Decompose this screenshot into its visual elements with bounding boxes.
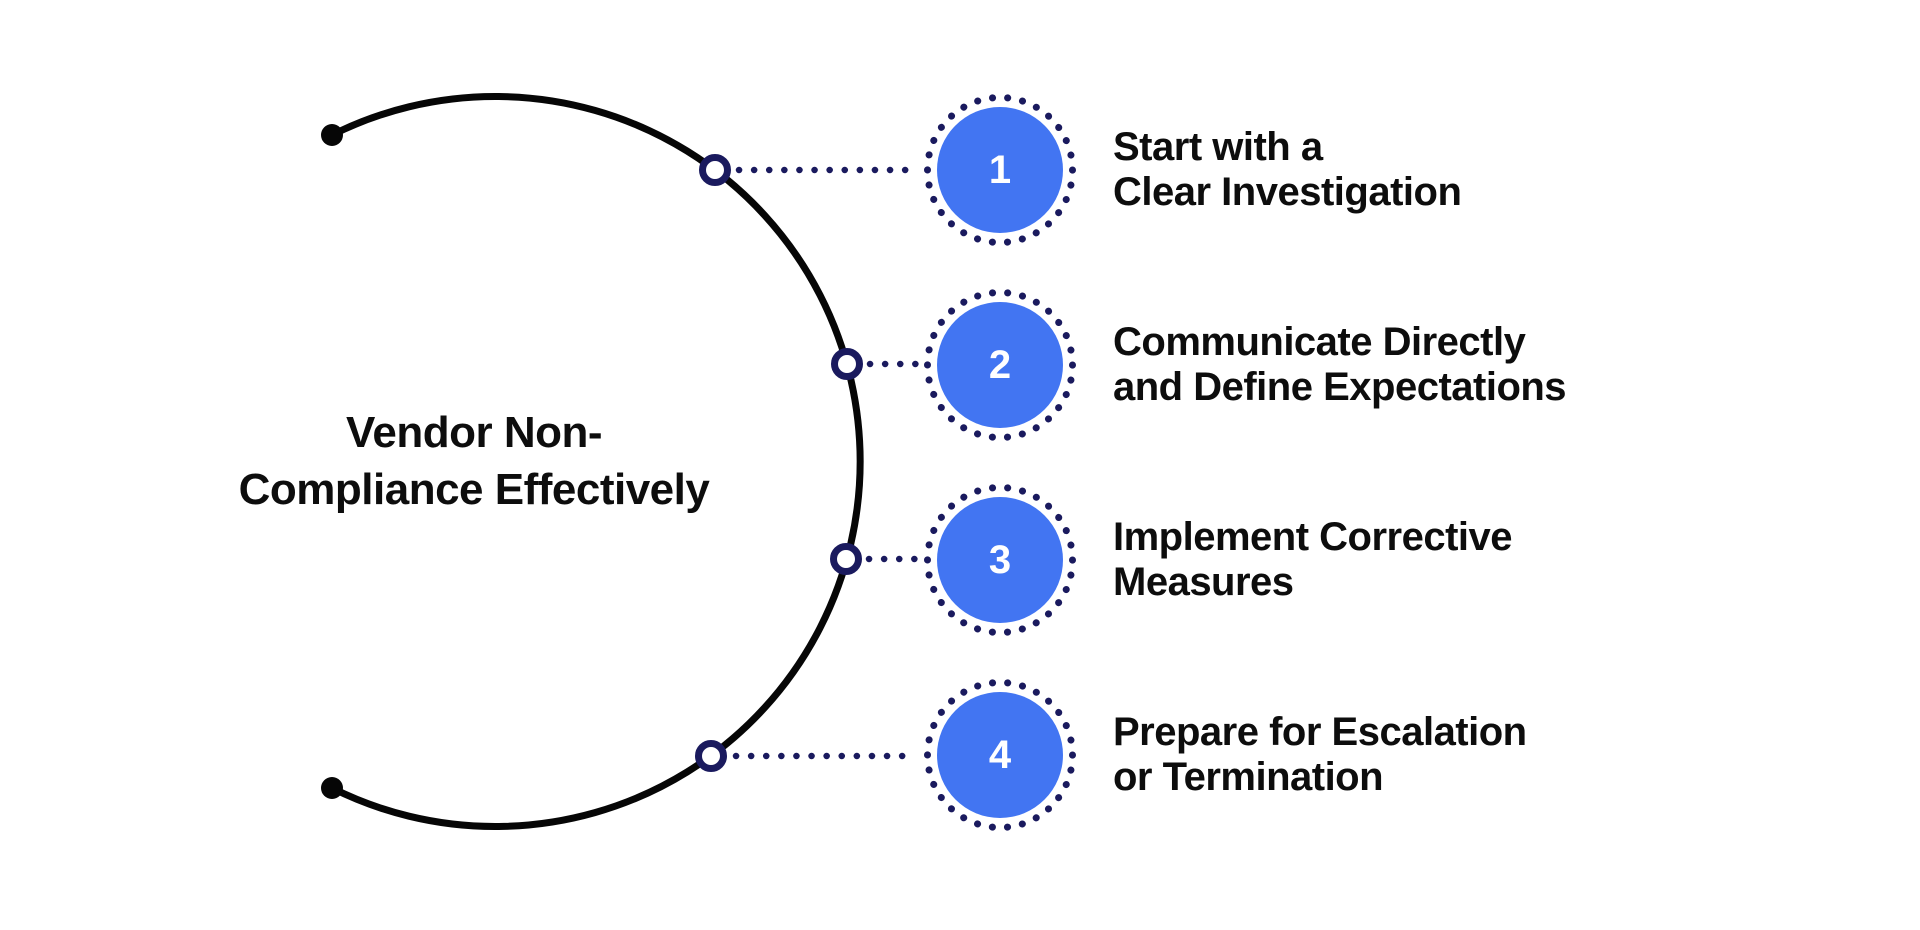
step-1-dotted-ring-icon: [924, 94, 1076, 246]
main-arc: [328, 93, 864, 830]
step-1-label: Start with a Clear Investigation: [1113, 125, 1673, 215]
step-4-arc-marker-icon: [695, 740, 727, 772]
step-2-node: [831, 289, 1076, 441]
step-1-label-line2: Clear Investigation: [1113, 170, 1462, 214]
diagram-title: Vendor Non- Compliance Effectively: [174, 404, 774, 518]
step-4-node: [695, 679, 1076, 831]
diagram-title-line2: Compliance Effectively: [238, 465, 710, 514]
arc-end-dot-icon: [321, 777, 343, 799]
step-4-label-line2: or Termination: [1113, 755, 1384, 799]
step-3-circle: [937, 497, 1063, 623]
step-2-number: 2: [988, 343, 1012, 387]
step-1-number: 1: [988, 148, 1012, 192]
step-4-dotted-ring-icon: [924, 679, 1076, 831]
step-1-arc-marker-icon: [699, 154, 731, 186]
step-3-label: Implement Corrective Measures: [1113, 515, 1673, 605]
step-1-node: [699, 94, 1076, 246]
step-1-label-line1: Start with a: [1113, 125, 1323, 169]
step-3-node: [830, 484, 1076, 636]
arc-start-dot-icon: [321, 124, 343, 146]
diagram-title-line1: Vendor Non-: [345, 408, 603, 457]
step-1-circle: [937, 107, 1063, 233]
step-2-label: Communicate Directly and Define Expectat…: [1113, 320, 1673, 410]
step-2-circle: [937, 302, 1063, 428]
step-4-number: 4: [988, 733, 1012, 777]
step-4-label-line1: Prepare for Escalation: [1113, 710, 1527, 754]
step-2-arc-marker-icon: [831, 348, 863, 380]
step-4-circle: [937, 692, 1063, 818]
step-3-label-line1: Implement Corrective: [1113, 515, 1513, 559]
step-2-label-line1: Communicate Directly: [1113, 320, 1526, 364]
step-2-label-line2: and Define Expectations: [1113, 365, 1567, 409]
step-3-dotted-ring-icon: [924, 484, 1076, 636]
step-3-arc-marker-icon: [830, 543, 862, 575]
step-4-label: Prepare for Escalation or Termination: [1113, 710, 1673, 800]
step-3-number: 3: [988, 538, 1012, 582]
step-3-label-line2: Measures: [1113, 560, 1294, 604]
step-2-dotted-ring-icon: [924, 289, 1076, 441]
